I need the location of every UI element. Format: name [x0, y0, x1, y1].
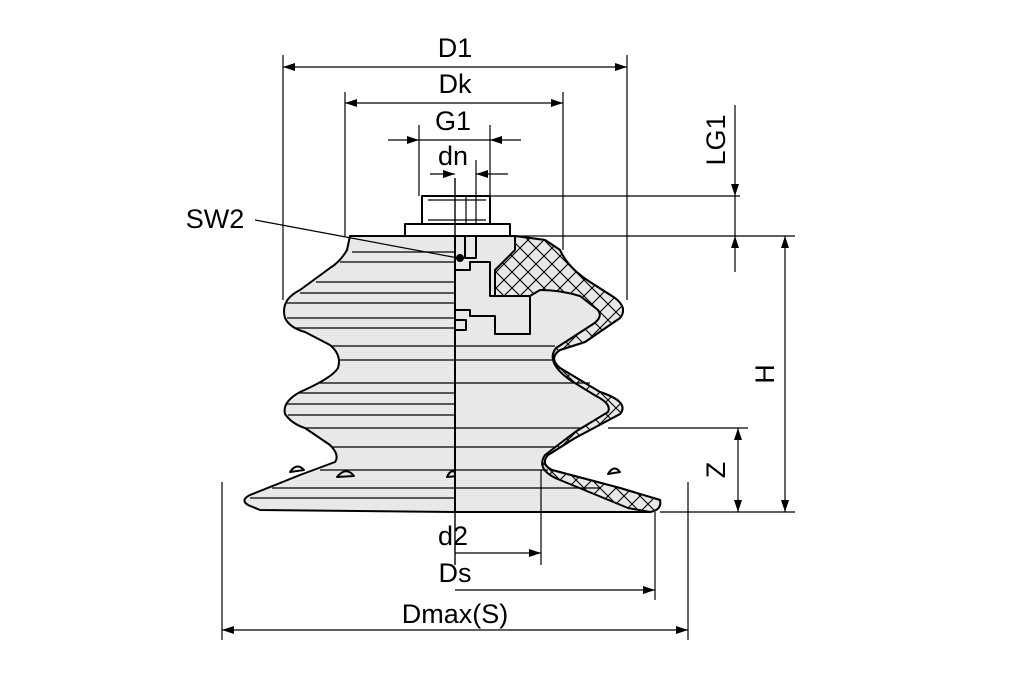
label-sw2: SW2: [186, 204, 245, 234]
label-d2: d2: [438, 521, 468, 551]
label-ds: Ds: [439, 558, 472, 588]
bellows-section: [454, 235, 662, 513]
label-z: Z: [701, 462, 731, 479]
label-d1: D1: [438, 33, 473, 63]
label-lg1: LG1: [701, 114, 731, 165]
bellows-body: [243, 235, 459, 513]
dimension-lines: [222, 63, 789, 634]
label-dmax: Dmax(S): [402, 599, 509, 629]
extension-lines: [221, 55, 795, 640]
thread-nipple: [404, 195, 511, 262]
label-dk: Dk: [439, 69, 472, 99]
label-dn: dn: [438, 141, 468, 171]
label-g1: G1: [435, 106, 471, 136]
label-h: H: [750, 364, 780, 384]
